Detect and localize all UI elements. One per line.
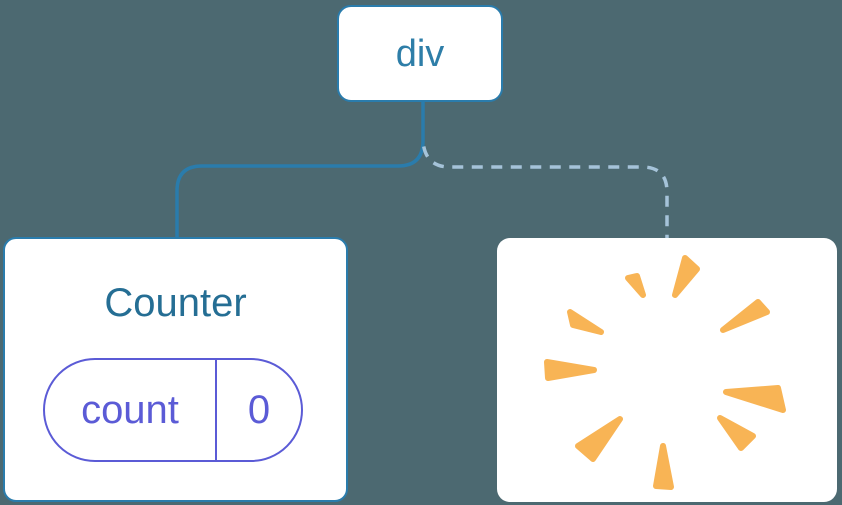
- dashed-edge: [421, 140, 669, 239]
- state-value-label: 0: [247, 387, 271, 432]
- poof-burst-icon: [544, 255, 786, 490]
- poof-ray: [575, 416, 623, 462]
- poof-ray: [544, 359, 597, 381]
- poof-ray: [625, 273, 646, 298]
- poof-ray: [723, 385, 786, 413]
- removed-component-card: [497, 238, 837, 502]
- poof-ray: [720, 299, 770, 333]
- poof-ray: [567, 309, 604, 335]
- poof-ray: [653, 443, 674, 490]
- solid-edge: [175, 101, 425, 238]
- state-pill: count 0: [43, 358, 303, 462]
- poof-ray: [717, 415, 756, 451]
- state-key-label: count: [45, 360, 217, 460]
- root-node-label: div: [395, 32, 445, 75]
- poof-ray: [672, 255, 700, 298]
- counter-component-card: Counter count 0: [3, 237, 348, 502]
- component-title: Counter: [104, 281, 247, 325]
- root-node-div: div: [337, 5, 503, 102]
